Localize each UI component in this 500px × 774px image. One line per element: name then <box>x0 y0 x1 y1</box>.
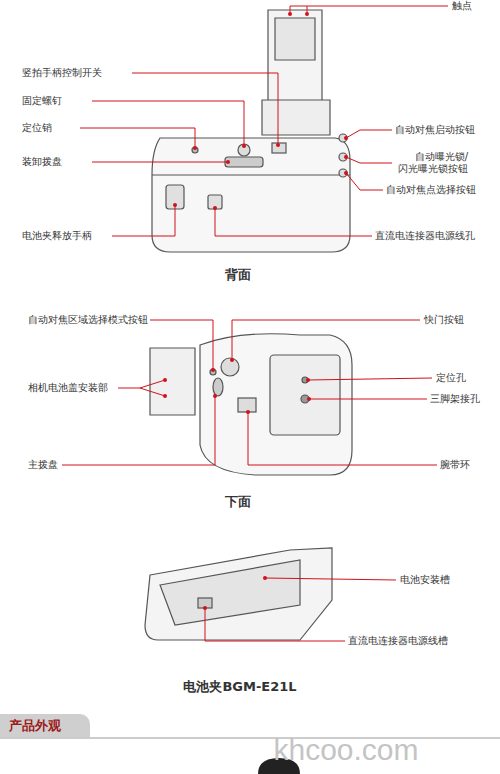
battery-cover-mount <box>150 348 195 415</box>
leader-line <box>150 320 213 370</box>
part-label: 装卸拨盘 <box>22 156 62 168</box>
part-label: 主拨盘 <box>28 459 58 471</box>
af-point-button <box>339 169 347 177</box>
part-label: 定位销 <box>22 122 52 134</box>
leader-line <box>346 173 383 190</box>
locating-pin <box>192 147 198 153</box>
part-label: 自动曝光锁/ 闪光曝光锁按钮 <box>393 151 468 175</box>
leader-line <box>215 208 372 236</box>
leader-line <box>248 412 437 465</box>
leader-line <box>308 378 432 380</box>
part-label: 自动对焦区域选择模式按钮 <box>28 314 148 326</box>
leader-line <box>205 608 345 641</box>
part-label: 触点 <box>452 0 472 12</box>
leader-dots <box>163 12 348 610</box>
part-label: 自动对焦点选择按钮 <box>386 184 476 196</box>
battery-tray <box>145 548 332 640</box>
part-label: 三脚架接孔 <box>430 393 480 405</box>
battery-slot <box>160 560 300 625</box>
part-label: 电池夹释放手柄 <box>22 230 92 242</box>
leader-line <box>346 157 392 163</box>
leader-line <box>62 396 215 465</box>
part-label: 定位孔 <box>436 372 466 384</box>
release-handle <box>166 185 184 209</box>
leader-line <box>92 101 244 146</box>
fixing-screw <box>238 144 250 156</box>
part-label: 相机电池盖安装部 <box>28 382 108 394</box>
part-label: 竖拍手柄控制开关 <box>22 67 102 79</box>
part-label: 电池安装槽 <box>400 574 450 586</box>
af-on-button <box>339 134 347 142</box>
leader-line <box>92 162 228 163</box>
section-rule <box>0 738 500 739</box>
body-seam <box>152 174 350 175</box>
leader-line <box>232 320 420 360</box>
leader-line <box>290 6 448 14</box>
leader-line <box>112 205 175 236</box>
watermark: khcoo.com <box>273 744 418 756</box>
leader-line <box>265 578 396 580</box>
dc-hole <box>208 195 222 209</box>
section-tab: 产品外观 <box>0 714 90 737</box>
ae-lock-button <box>339 153 347 161</box>
leader-line <box>346 130 392 138</box>
bottom-plate <box>270 355 340 435</box>
view-caption: 电池夹BGM-E21L <box>183 681 296 693</box>
tower-base <box>262 100 330 135</box>
part-label: 直流电连接器电源线孔 <box>375 230 475 242</box>
part-label: 固定螺钉 <box>22 95 62 107</box>
part-label: 快门按钮 <box>424 314 464 326</box>
grip-body-bottom <box>200 334 352 475</box>
part-label: 腕带环 <box>440 459 470 471</box>
tower-contacts <box>275 18 315 60</box>
leader-line <box>80 128 195 148</box>
view-caption: 下面 <box>225 496 251 508</box>
af-area-button <box>210 369 216 375</box>
leader-line <box>132 73 278 145</box>
strap-loop <box>238 398 256 412</box>
main-dial <box>213 378 223 396</box>
view-caption: 背面 <box>225 269 251 281</box>
shutter-button <box>221 358 239 376</box>
part-label: 直流电连接器电源线槽 <box>348 635 448 647</box>
leader-line <box>309 399 427 400</box>
grip-body-back <box>152 138 350 252</box>
mount-dial <box>225 157 263 167</box>
part-label: 自动对焦启动按钮 <box>395 124 475 136</box>
leader-line <box>118 380 165 396</box>
tab-title: 产品外观 <box>0 714 90 735</box>
vertical-switch <box>272 143 286 153</box>
bottom-ornament <box>258 758 300 774</box>
